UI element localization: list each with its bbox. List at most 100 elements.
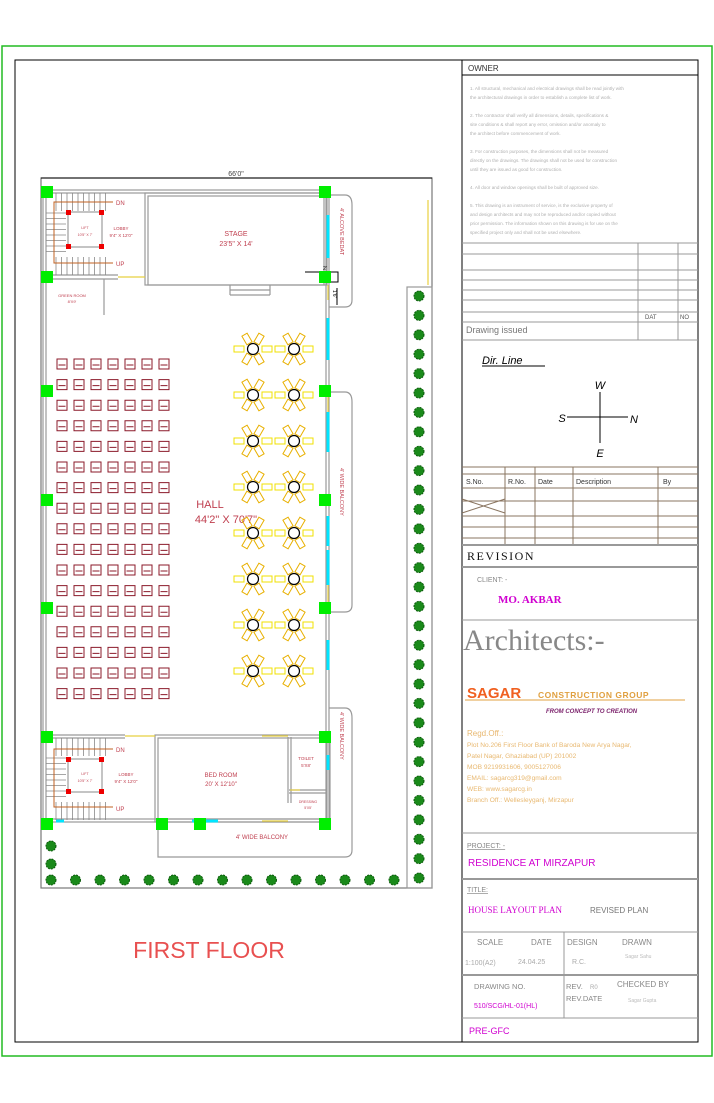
chair-outline (158, 626, 170, 638)
table-chair (274, 483, 286, 491)
column (99, 210, 104, 215)
chair (90, 626, 102, 638)
chair (124, 564, 136, 576)
tree-icon (413, 465, 425, 477)
issue-table (462, 242, 698, 340)
chair (56, 688, 68, 700)
table-chair (274, 621, 286, 629)
table-chair (241, 536, 253, 550)
dressing-label: DRESSING (299, 800, 318, 804)
dim-small-1: 2' (323, 266, 327, 272)
chair (90, 379, 102, 391)
compass: W S N E (558, 380, 638, 460)
table-chair (241, 628, 253, 642)
hall-label: HALL (196, 499, 224, 511)
chair-outline (56, 564, 68, 576)
chair-outline (90, 461, 102, 473)
chair (141, 626, 153, 638)
table-chair (233, 483, 245, 491)
table-chair (274, 529, 286, 537)
table-top (287, 480, 301, 494)
table-top (287, 342, 301, 356)
table-chair (282, 674, 294, 688)
table-chair (294, 444, 306, 458)
no-label: NO (680, 315, 689, 321)
round-table-with-chairs (233, 516, 273, 550)
column (319, 731, 331, 743)
table-chair (233, 529, 245, 537)
chair-outline (141, 358, 153, 370)
client-name: MO. AKBAR (498, 594, 563, 606)
chair-outline (73, 461, 85, 473)
title-label: TITLE: (467, 887, 488, 894)
chair (107, 440, 119, 452)
chair (124, 399, 136, 411)
chair-outline (158, 379, 170, 391)
chair (141, 688, 153, 700)
chair-outline (56, 379, 68, 391)
chair (124, 523, 136, 535)
table-chair (241, 470, 253, 484)
chair (124, 379, 136, 391)
bedroom-size: 20' X 12'10" (205, 782, 237, 788)
chair-outline (141, 605, 153, 617)
sheet-border (1, 45, 713, 1057)
floor-plan: 66'0" (40, 171, 433, 963)
chair (107, 626, 119, 638)
note-line: 2. The contractor shall verify all dimen… (470, 113, 608, 118)
round-table-with-chairs (233, 562, 273, 596)
chair-outline (124, 461, 136, 473)
table-chair (282, 490, 294, 504)
table-chair (253, 332, 265, 346)
table-chair (241, 654, 253, 668)
table-top (246, 572, 260, 586)
compass-west: W (595, 380, 607, 392)
chair (107, 482, 119, 494)
tree-icon (413, 600, 425, 612)
chair-outline (73, 564, 85, 576)
table-chair (294, 490, 306, 504)
table-chair (233, 575, 245, 583)
rev-header-sno: S.No. (466, 479, 484, 486)
chair (158, 626, 170, 638)
table-top (287, 388, 301, 402)
column (66, 789, 71, 794)
chair (124, 420, 136, 432)
chair-outline (56, 461, 68, 473)
chair (141, 461, 153, 473)
table-top (246, 342, 260, 356)
chair-outline (158, 585, 170, 597)
chair-outline (158, 482, 170, 494)
table-chair (294, 674, 306, 688)
lift-shaft (67, 211, 103, 248)
project-name: RESIDENCE AT MIRZAPUR (468, 858, 595, 869)
table-chair (282, 516, 294, 530)
chair (158, 585, 170, 597)
chair (56, 646, 68, 658)
chair (56, 461, 68, 473)
tree-icon (413, 853, 425, 865)
round-tables (233, 332, 314, 688)
chair (73, 379, 85, 391)
table-chair (294, 398, 306, 412)
table-chair (274, 345, 286, 353)
table-chair (253, 608, 265, 622)
table-chair (253, 490, 265, 504)
chair-outline (90, 646, 102, 658)
round-table-with-chairs (274, 516, 314, 550)
table-chair (261, 667, 273, 675)
tree-icon (192, 874, 204, 886)
column (99, 757, 104, 762)
chair (141, 523, 153, 535)
chair-outline (158, 461, 170, 473)
chair-outline (73, 420, 85, 432)
tree-icon (315, 874, 326, 886)
table-chair (294, 654, 306, 668)
drawn-value: Sagar Sahu (625, 954, 652, 960)
table-chair (274, 667, 286, 675)
chair-outline (56, 358, 68, 370)
green-room-label: GREEN ROOM (58, 293, 86, 298)
table-chair (294, 516, 306, 530)
round-table-with-chairs (233, 608, 273, 642)
chair (73, 502, 85, 514)
